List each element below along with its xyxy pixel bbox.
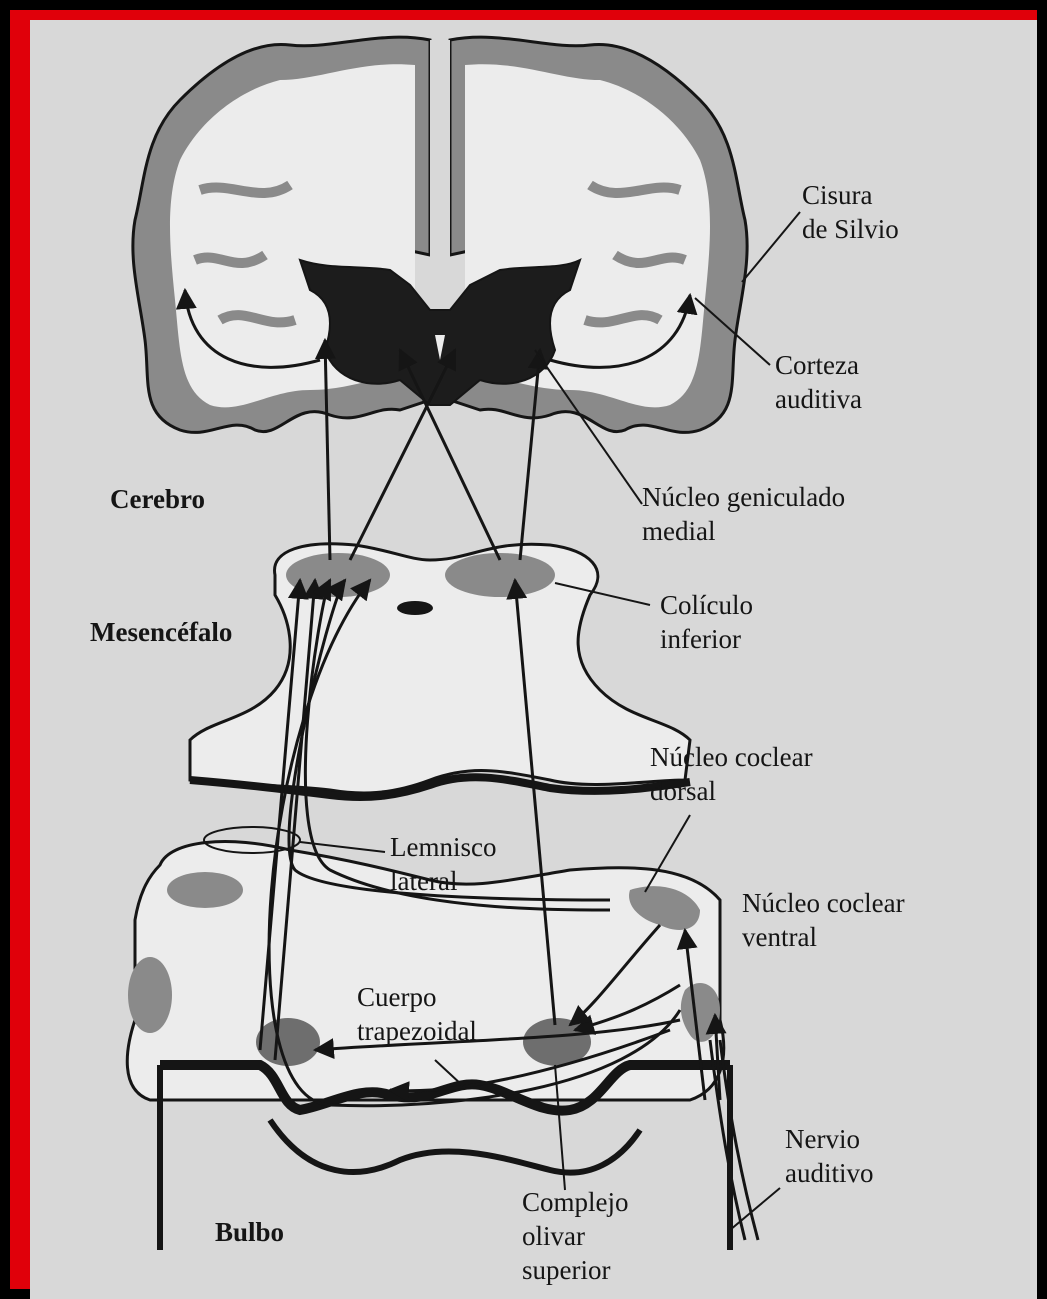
label-lemnisco: Lemnisco lateral (390, 830, 496, 898)
midbrain-outline (190, 544, 690, 793)
midbrain-section (190, 544, 690, 797)
label-coliculo: Colículo inferior (660, 588, 753, 656)
label-coclear-ventral: Núcleo coclear ventral (742, 886, 905, 954)
inferior-colliculus-left (286, 553, 390, 597)
label-coclear-dorsal: Núcleo coclear dorsal (650, 740, 813, 808)
label-nervio: Nervio auditivo (785, 1122, 874, 1190)
diagram-canvas: Cisura de Silvio Corteza auditiva Cerebr… (30, 20, 1037, 1299)
brain-section (133, 37, 747, 432)
label-bulbo: Bulbo (215, 1215, 284, 1249)
cerebral-aqueduct (397, 601, 433, 615)
superior-olive-left (256, 1018, 320, 1066)
label-geniculado: Núcleo geniculado medial (642, 480, 845, 548)
label-cerebro: Cerebro (110, 482, 205, 516)
label-corteza: Corteza auditiva (775, 348, 862, 416)
label-mesencefalo: Mesencéfalo (90, 615, 232, 649)
label-cisura: Cisura de Silvio (802, 178, 899, 246)
label-complejo-olivar: Complejo olivar superior (522, 1185, 629, 1287)
label-cuerpo-trapezoidal: Cuerpo trapezoidal (357, 980, 477, 1048)
interhemispheric-fissure (430, 40, 450, 260)
